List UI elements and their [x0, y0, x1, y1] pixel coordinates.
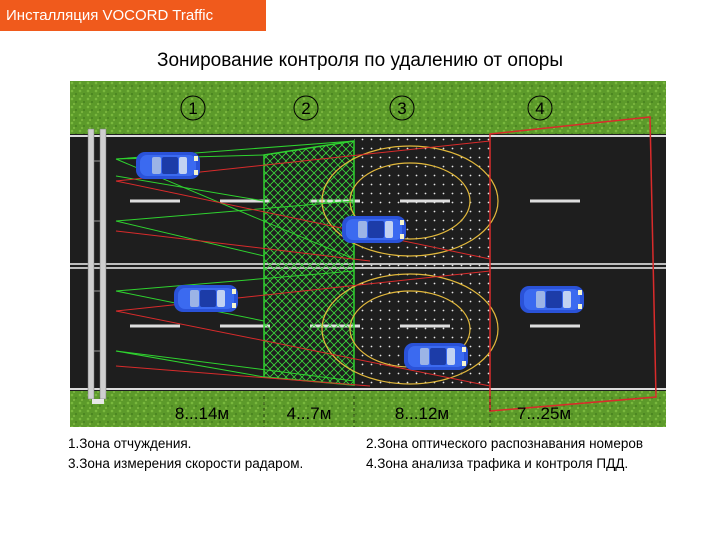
zone-number-2: 2 — [293, 95, 319, 121]
car-4 — [520, 286, 584, 313]
car-3 — [174, 285, 238, 312]
svg-text:1: 1 — [188, 99, 197, 118]
car-5 — [404, 343, 468, 370]
legend-right: 2.Зона оптического распознавания номеров… — [366, 434, 643, 474]
zoning-diagram: 1 2 3 4 8...14м 4...7м 8...12м 7...25м — [70, 81, 666, 427]
zone-number-4: 4 — [527, 95, 553, 121]
zone-4-area — [489, 116, 657, 412]
svg-text:2: 2 — [301, 99, 310, 118]
legend-left: 1.Зона отчуждения. 3.Зона измерения скор… — [68, 434, 303, 474]
zone-1-distance: 8...14м — [175, 404, 229, 423]
zone-number-3: 3 — [389, 95, 415, 121]
zone-3-distance: 8...12м — [395, 404, 449, 423]
car-1 — [136, 152, 200, 179]
radar-lobes — [321, 145, 499, 385]
zone-4-distance: 7...25м — [517, 404, 571, 423]
legend-item-4: 4.Зона анализа трафика и контроля ПДД. — [366, 456, 629, 471]
car-2 — [342, 216, 406, 243]
legend-item-1: 1.Зона отчуждения. — [68, 436, 192, 451]
page-title: Зонирование контроля по удалению от опор… — [156, 50, 564, 71]
legend-item-3: 3.Зона измерения скорости радаром. — [68, 456, 304, 471]
zone-2-area — [263, 140, 355, 386]
zone-number-1: 1 — [180, 95, 206, 121]
header-title: Инсталляция VOCORD Traffic — [0, 0, 266, 31]
svg-text:3: 3 — [397, 99, 406, 118]
legend-item-2: 2.Зона оптического распознавания номеров — [366, 436, 644, 451]
svg-text:4: 4 — [535, 99, 544, 118]
pole — [87, 128, 107, 404]
zone-2-distance: 4...7м — [287, 404, 332, 423]
